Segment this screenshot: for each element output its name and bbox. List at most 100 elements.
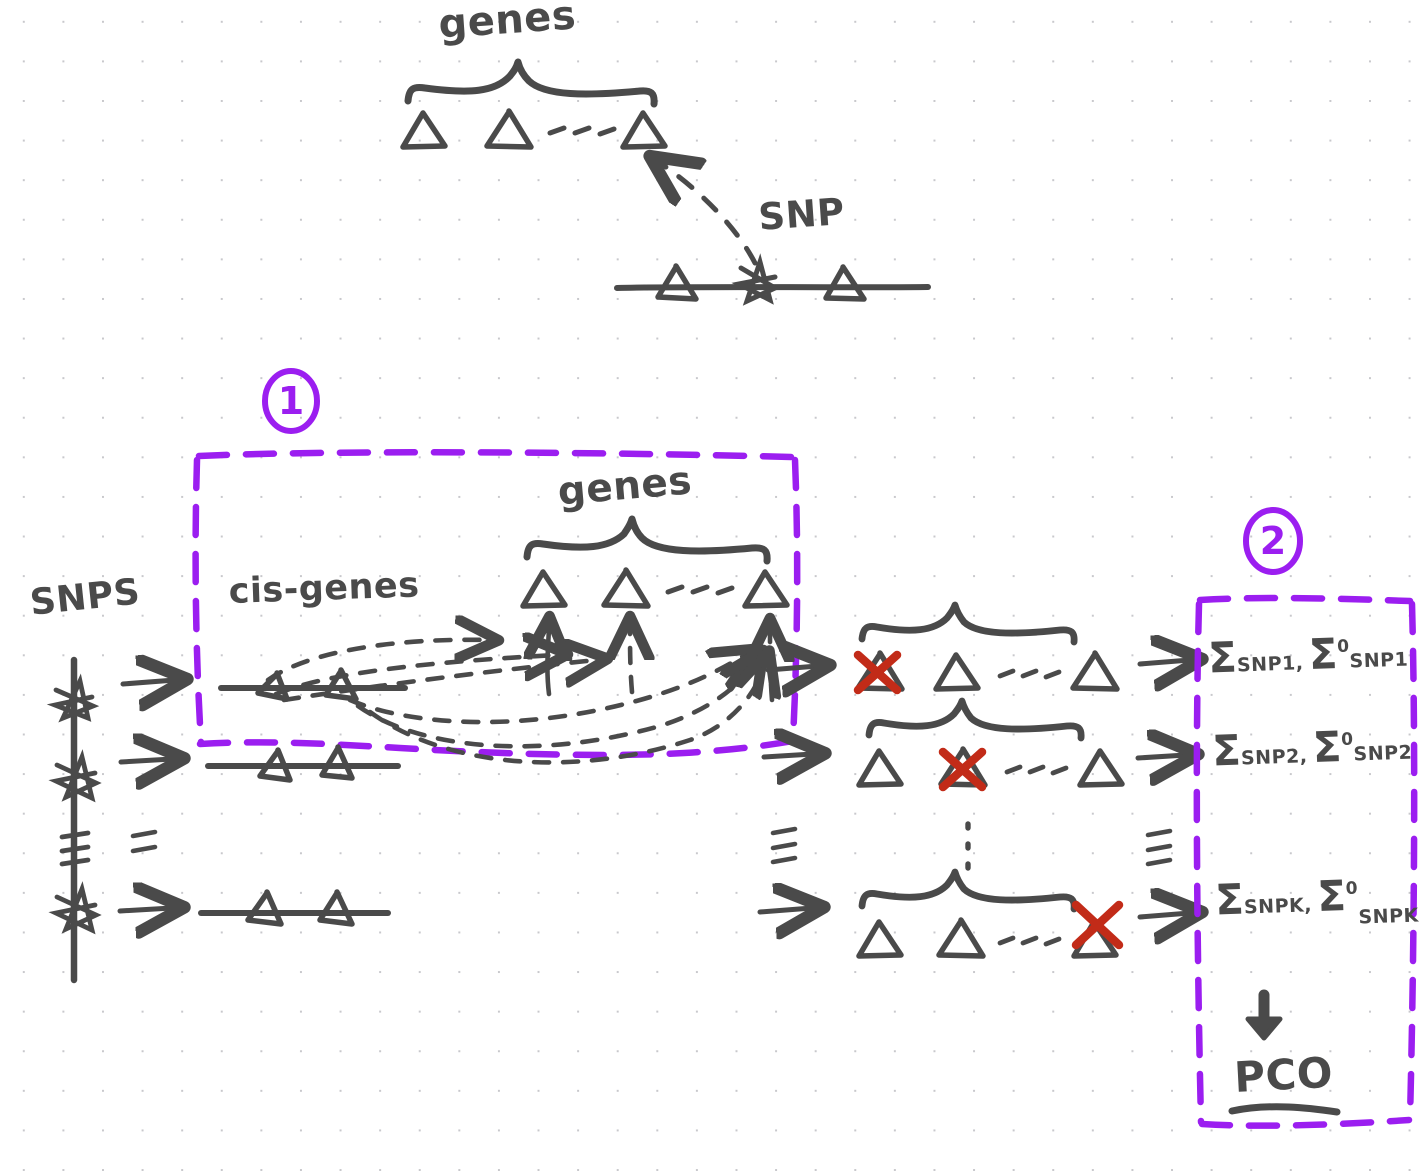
formula-snp2-subscript-null: SNP2 bbox=[1353, 741, 1413, 766]
box1-to-middle-arrows bbox=[757, 666, 818, 912]
cis-track-2-tri-2 bbox=[319, 744, 355, 781]
step-badge-one-circle bbox=[262, 368, 320, 434]
box1-gene-triangle-n bbox=[745, 572, 787, 606]
snp-arrow-1 bbox=[120, 680, 175, 684]
mid-arrow-ellipsis bbox=[770, 826, 798, 865]
row2-tri-n bbox=[1080, 751, 1122, 785]
rowk-tri-2 bbox=[939, 920, 983, 956]
pco-result-label: PCO bbox=[1233, 1047, 1335, 1102]
genes-brace-top bbox=[404, 58, 658, 108]
row2-brace bbox=[865, 697, 1085, 742]
pco-underline bbox=[1228, 1103, 1341, 1116]
row1-exclusion-cross bbox=[853, 650, 902, 695]
gene-triangle-n bbox=[623, 113, 665, 147]
box1-gene-ellipsis bbox=[665, 584, 735, 596]
box1-gene-triangle-2 bbox=[604, 570, 648, 606]
formula-snp1-subscript: SNP1 bbox=[1236, 652, 1297, 677]
gene-ellipsis-top bbox=[547, 125, 617, 137]
cis-arrow-4 bbox=[347, 655, 745, 725]
snp-star-2 bbox=[48, 749, 102, 803]
cis-arrow-2 bbox=[273, 655, 556, 697]
formula-snp2-superscript: 0 bbox=[1340, 729, 1354, 750]
snp-to-cis-arrows bbox=[117, 680, 175, 911]
formula-snpk-subscript: SNPK bbox=[1243, 894, 1305, 919]
snp-star-1 bbox=[46, 673, 100, 723]
gene-triangle-2 bbox=[487, 111, 531, 147]
middle-row-2 bbox=[859, 697, 1186, 792]
rowk-exclusion-cross bbox=[1071, 900, 1124, 950]
formula-snpk-separator: , bbox=[1303, 894, 1313, 917]
cis-track-k-tri-1 bbox=[245, 889, 284, 927]
formula-snp1-sigma-null: Σ bbox=[1307, 628, 1339, 679]
cis-to-gene-arrows bbox=[265, 628, 772, 765]
middle-row-1 bbox=[853, 601, 1190, 695]
snp-to-gene-arrow bbox=[660, 163, 758, 266]
formula-snp1-subscript-null: SNP1 bbox=[1349, 648, 1409, 673]
snps-column-group bbox=[46, 660, 175, 984]
mid-arrow-2 bbox=[761, 754, 813, 757]
formula-snp1-sigma: Σ bbox=[1207, 632, 1238, 683]
formula-snpk-subscript-null: SNPK bbox=[1358, 904, 1420, 929]
mid-arrow-k bbox=[757, 908, 812, 912]
snp-arrow-2 bbox=[118, 759, 172, 762]
row2-to-box2-arrow bbox=[1135, 755, 1186, 758]
box-one-genes-group bbox=[523, 515, 787, 606]
formula-snpk-sigma-null: Σ bbox=[1316, 870, 1347, 921]
snp-label: SNP bbox=[757, 189, 847, 239]
row1-brace bbox=[858, 601, 1078, 646]
formula-snp1: ΣSNP1, Σ0SNP1 bbox=[1207, 627, 1409, 683]
step-badge-two: 2 bbox=[1259, 519, 1287, 563]
formula-snp2-sigma-null: Σ bbox=[1311, 721, 1343, 772]
snp-star-marker bbox=[731, 253, 781, 306]
genes-brace-box1 bbox=[523, 515, 771, 565]
cis-track-1-tri-2 bbox=[323, 667, 359, 702]
snp-arrow-k bbox=[117, 908, 172, 911]
rowk-ellipsis bbox=[997, 935, 1062, 947]
formula-snp2-sigma: Σ bbox=[1211, 725, 1242, 776]
snps-vertical-ellipsis bbox=[59, 830, 91, 867]
formula-snpk-sigma: Σ bbox=[1214, 874, 1245, 925]
pco-down-arrow-head bbox=[1245, 1016, 1283, 1041]
row2-exclusion-cross bbox=[938, 747, 987, 792]
row2-ellipsis bbox=[1004, 764, 1069, 776]
formula-snp2: ΣSNP2, Σ0SNP2 bbox=[1211, 720, 1413, 776]
step-badge-two-circle bbox=[1243, 507, 1303, 575]
snp-arrow-ellipsis bbox=[130, 829, 158, 854]
cis-arrow-6 bbox=[367, 662, 766, 765]
formula-snp1-separator: , bbox=[1295, 652, 1304, 675]
cis-arrow-up-1 bbox=[547, 628, 549, 697]
box1-gene-triangle-1 bbox=[523, 572, 565, 606]
rowk-tri-1 bbox=[859, 922, 901, 956]
gene-triangle-1 bbox=[403, 113, 445, 147]
snp-track-triangle-right bbox=[823, 264, 867, 302]
step-badge-one: 1 bbox=[277, 379, 305, 423]
row1-tri-2 bbox=[936, 655, 978, 689]
cis-track-k-tri-2 bbox=[317, 889, 355, 927]
rowk-brace bbox=[858, 868, 1078, 913]
top-snp-track-group bbox=[614, 163, 931, 306]
cis-arrow-up-2 bbox=[630, 628, 632, 695]
row1-to-box2-arrow bbox=[1137, 660, 1190, 664]
row2-tri-1 bbox=[859, 751, 901, 785]
box-two-result-group bbox=[1228, 989, 1341, 1116]
snp-track-triangle-left bbox=[655, 263, 699, 302]
top-genes-group bbox=[403, 58, 665, 147]
box2-arrow-ellipsis bbox=[1145, 828, 1173, 867]
formula-snp2-separator: , bbox=[1299, 745, 1308, 768]
mid-arrow-1 bbox=[765, 666, 818, 670]
cis-arrow-1 bbox=[265, 640, 487, 683]
box-two-outline bbox=[1193, 507, 1418, 1129]
cis-genes-label: cis-genes bbox=[228, 565, 421, 612]
rowk-to-box2-arrow bbox=[1137, 913, 1190, 917]
formula-snpk: ΣSNPK, Σ0SNPK bbox=[1214, 868, 1419, 929]
row1-tri-n bbox=[1073, 653, 1117, 689]
formula-snp2-subscript: SNP2 bbox=[1240, 745, 1301, 770]
cis-track-group bbox=[198, 667, 408, 927]
cis-arrow-up-3 bbox=[770, 630, 772, 703]
cis-track-1-tri-1 bbox=[255, 670, 290, 702]
cis-track-2-tri-1 bbox=[257, 747, 293, 783]
cis-arrow-5 bbox=[355, 660, 757, 749]
row1-ellipsis bbox=[997, 668, 1062, 680]
